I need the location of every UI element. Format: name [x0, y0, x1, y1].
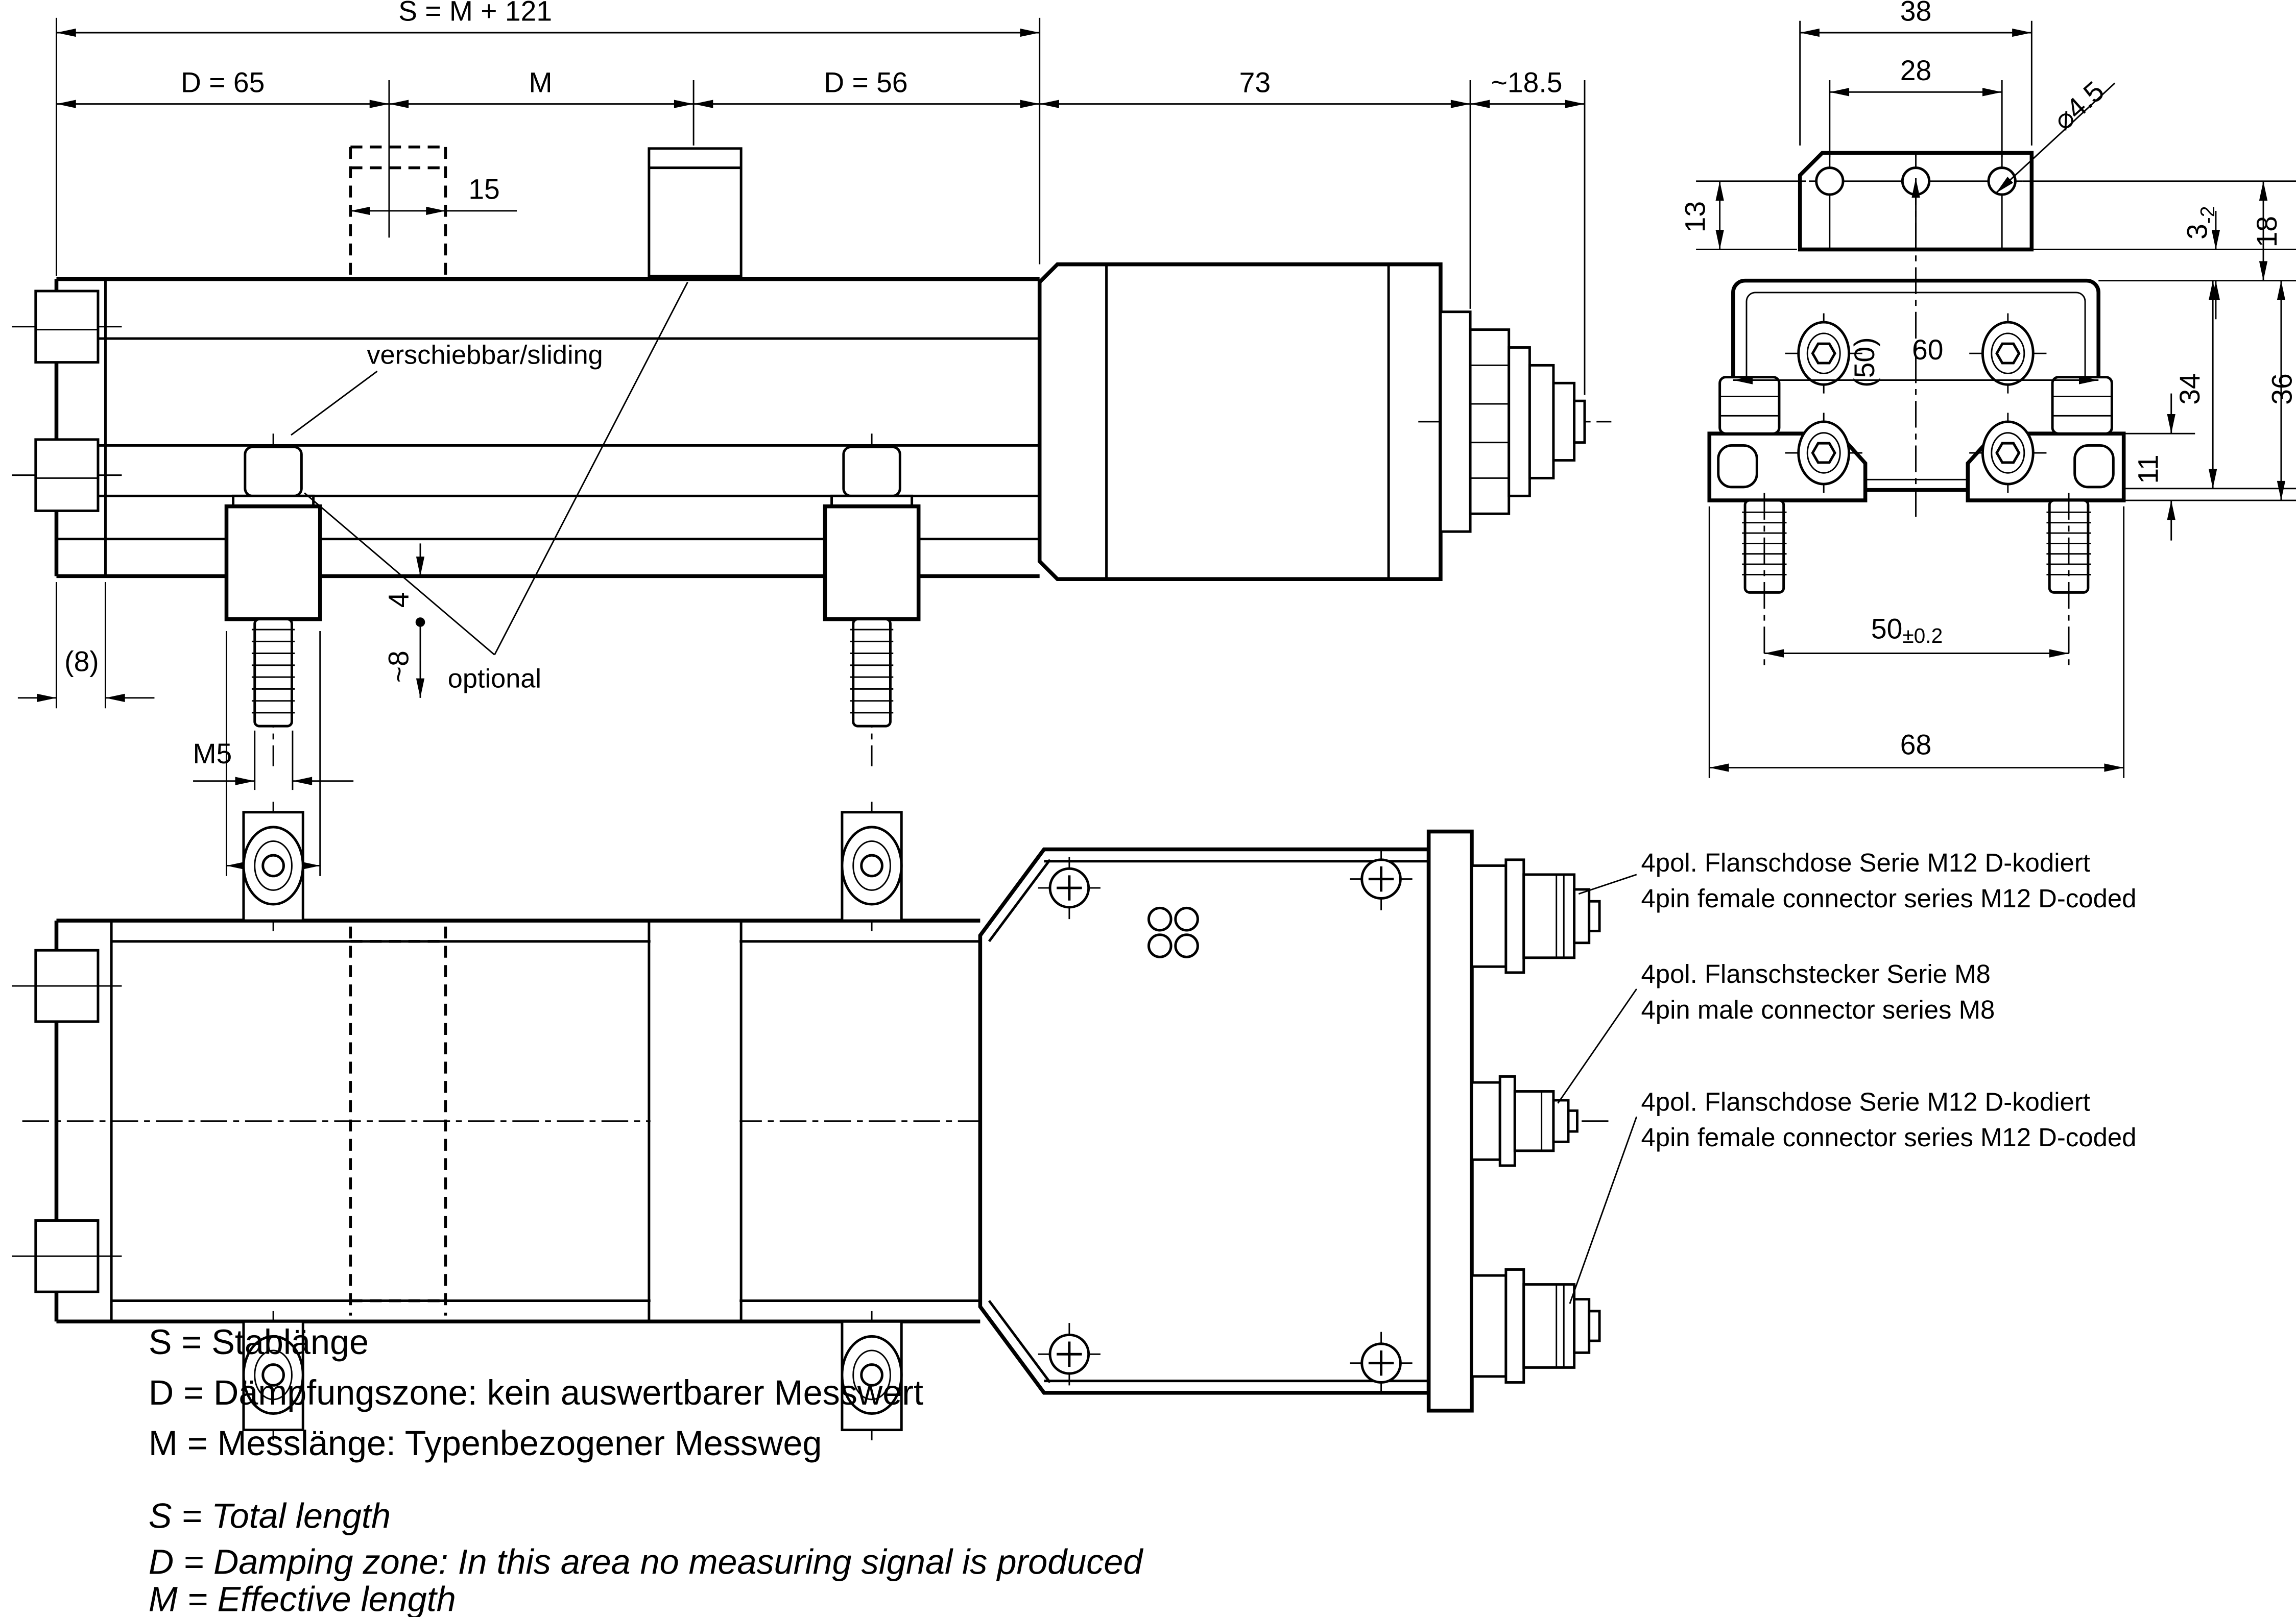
dim-height-34: 34: [2174, 280, 2217, 489]
section-view: 38 28 ⌀4.5 13: [1680, 0, 2296, 778]
dim-flange-width: 38: [1799, 0, 2032, 146]
dim-width-60-label: 60: [1912, 334, 1943, 366]
dim-foot-height-label: 11: [2133, 454, 2164, 484]
dim-flange-thickness-label: 3-2: [2182, 206, 2219, 239]
label-optional: optional: [448, 664, 541, 693]
sliding-magnet-dashed: [349, 146, 447, 276]
sliding-magnet-dashed-plan: [349, 926, 447, 1316]
legend-en-d: D = Damping zone: In this area no measur…: [149, 1543, 1144, 1582]
end-cap-tabs-plan: [12, 949, 122, 1293]
dim-head-length: 73: [1239, 66, 1271, 98]
dim-foot-height: 11: [2133, 393, 2175, 541]
dim-total: S = M + 121: [56, 0, 1041, 276]
label-sliding: verschiebbar/sliding: [367, 341, 603, 370]
end-cap-tabs: [12, 289, 122, 512]
legend-en-m: M = Effective length: [149, 1580, 456, 1617]
connector-m12-top: [1470, 858, 1601, 974]
dim-height-36-label: 36: [2266, 373, 2296, 404]
dim-total-label: S = M + 121: [398, 0, 552, 27]
dim-width-60: 60: [1733, 334, 2099, 384]
dim-thread-label: M5: [193, 738, 232, 769]
dim-height-36: 36: [2266, 280, 2296, 501]
dim-stud-b: ~8: [383, 650, 415, 683]
connector-label-2-en: 4pin male connector series M8: [1641, 995, 1995, 1024]
dim-end-cap: (8): [17, 582, 155, 709]
connector-labels: 4pol. Flanschdose Serie M12 D-kodiert 4p…: [1641, 848, 2137, 1152]
dim-height-18-label: 18: [2251, 216, 2283, 247]
side-view: 15: [12, 0, 1612, 876]
electronics-head-side: [1037, 262, 1443, 581]
dim-stud-spacing: 50±0.2: [1764, 613, 2069, 658]
dim-hole-spacing-label: 28: [1900, 55, 1931, 86]
fixed-magnet-block: [648, 80, 743, 278]
optional-leader: optional: [304, 281, 688, 693]
dim-hole-offset-label: 13: [1680, 201, 1711, 232]
connector-label-3-de: 4pol. Flanschdose Serie M12 D-kodiert: [1641, 1087, 2090, 1116]
dim-connector-length: ~18.5: [1491, 66, 1563, 98]
electronics-head-plan: [978, 829, 1474, 1413]
dim-foot-width-label: 68: [1900, 729, 1931, 760]
dim-end-cap-label: (8): [64, 645, 99, 677]
dim-hole-offset: 13: [1680, 180, 1806, 251]
dim-foot-width: 68: [1708, 506, 2125, 778]
dim-thread: M5: [193, 730, 354, 790]
dim-magnet-offset: 15: [468, 174, 499, 205]
dim-measuring: M: [529, 66, 553, 98]
legend-de-d: D = Dämpfungszone: kein auswertbarer Mes…: [149, 1373, 923, 1412]
fixed-magnet-band: [648, 921, 743, 1322]
dim-row-2: D = 65 M D = 56 73 ~18.5: [56, 66, 1586, 395]
legend-en-s: S = Total length: [149, 1497, 391, 1535]
connector-m12-bottom: [1470, 1268, 1601, 1384]
dim-damping-left: D = 65: [181, 66, 265, 98]
plan-view: 4pol. Flanschdose Serie M12 D-kodiert 4p…: [12, 802, 2136, 1440]
legend: S = Stablänge D = Dämpfungszone: kein au…: [149, 1323, 1144, 1617]
dim-stud-projection: 4 ~8: [383, 543, 425, 698]
dim-stud-a: 4: [383, 592, 415, 608]
dim-stud-spacing-label: 50±0.2: [1871, 613, 1943, 648]
dim-flange-width-label: 38: [1900, 0, 1931, 27]
dim-height-34-label: 34: [2174, 373, 2206, 404]
legend-de-m: M = Messlänge: Typenbezogener Messweg: [149, 1424, 822, 1463]
connector-stack-side: [1418, 310, 1612, 533]
dim-height-18: 18: [2251, 181, 2283, 281]
dim-damping-right: D = 56: [824, 66, 907, 98]
dim-hole-spacing: 28: [1829, 55, 2003, 158]
connector-label-2-de: 4pol. Flanschstecker Serie M8: [1641, 959, 1991, 988]
connector-label-1-de: 4pol. Flanschdose Serie M12 D-kodiert: [1641, 848, 2090, 877]
legend-de-s: S = Stablänge: [149, 1323, 369, 1362]
connector-label-1-en: 4pin female connector series M12 D-coded: [1641, 884, 2137, 913]
connector-m8-middle: [1470, 1075, 1578, 1167]
dim-hole-diameter-label: ⌀4.5: [2047, 75, 2110, 136]
connector-label-3-en: 4pin female connector series M12 D-coded: [1641, 1123, 2137, 1152]
